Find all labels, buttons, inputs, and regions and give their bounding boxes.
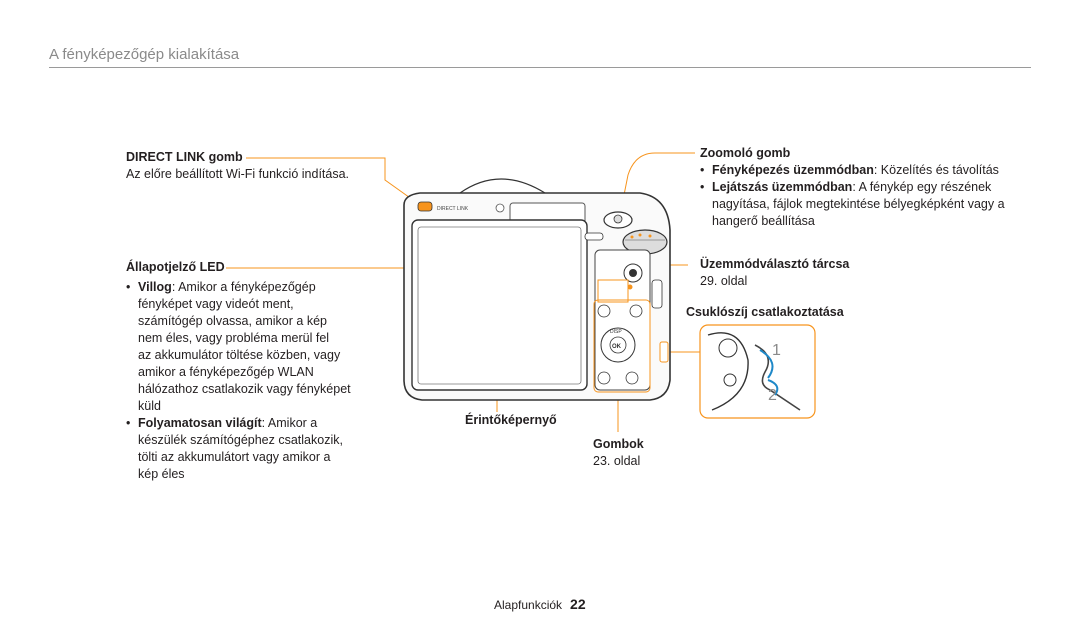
strap-title: Csuklószíj csatlakoztatása <box>686 305 844 319</box>
zoom-item-photo: • Fényképezés üzemmódban: Közelítés és t… <box>700 163 999 177</box>
camera-disp-marking: DISP <box>610 329 622 335</box>
status-led-item-blink: • Villog: Amikor a fényképezőgép fénykép… <box>126 280 351 413</box>
direct-link-desc: Az előre beállított Wi-Fi funkció indítá… <box>126 167 350 181</box>
page-footer: Alapfunkciók 22 <box>494 596 586 612</box>
direct-link-title: DIRECT LINK gomb <box>126 150 243 164</box>
strap-step-1: 1 <box>772 342 781 359</box>
mode-dial-title: Üzemmódválasztó tárcsa <box>700 257 850 271</box>
mode-dial-page: 29. oldal <box>700 274 748 288</box>
camera-body: DIRECT LINK OK DISP <box>403 178 671 401</box>
camera-ok-marking: OK <box>612 344 622 350</box>
strap-inset: 1 2 <box>699 324 816 419</box>
buttons-title: Gombok <box>593 437 644 451</box>
camera-direct-link-marking: DIRECT LINK <box>437 206 469 212</box>
page-header-title: A fényképezőgép kialakítása <box>49 46 240 63</box>
buttons-page: 23. oldal <box>593 454 641 468</box>
status-led-title: Állapotjelző LED <box>126 260 225 274</box>
zoom-title: Zoomoló gomb <box>700 146 791 160</box>
touchscreen-label: Érintőképernyő <box>465 413 557 427</box>
strap-step-2: 2 <box>768 387 777 404</box>
page-number: 22 <box>570 596 586 612</box>
zoom-item-playback: • Lejátszás üzemmódban: A fénykép egy ré… <box>700 180 1005 228</box>
status-led-item-steady: • Folyamatosan világít: Amikor a készülé… <box>126 416 343 481</box>
leader-direct-link <box>246 157 421 206</box>
header-rule <box>49 67 1031 68</box>
leader-zoom <box>619 152 695 216</box>
footer-section: Alapfunkciók <box>494 598 563 612</box>
